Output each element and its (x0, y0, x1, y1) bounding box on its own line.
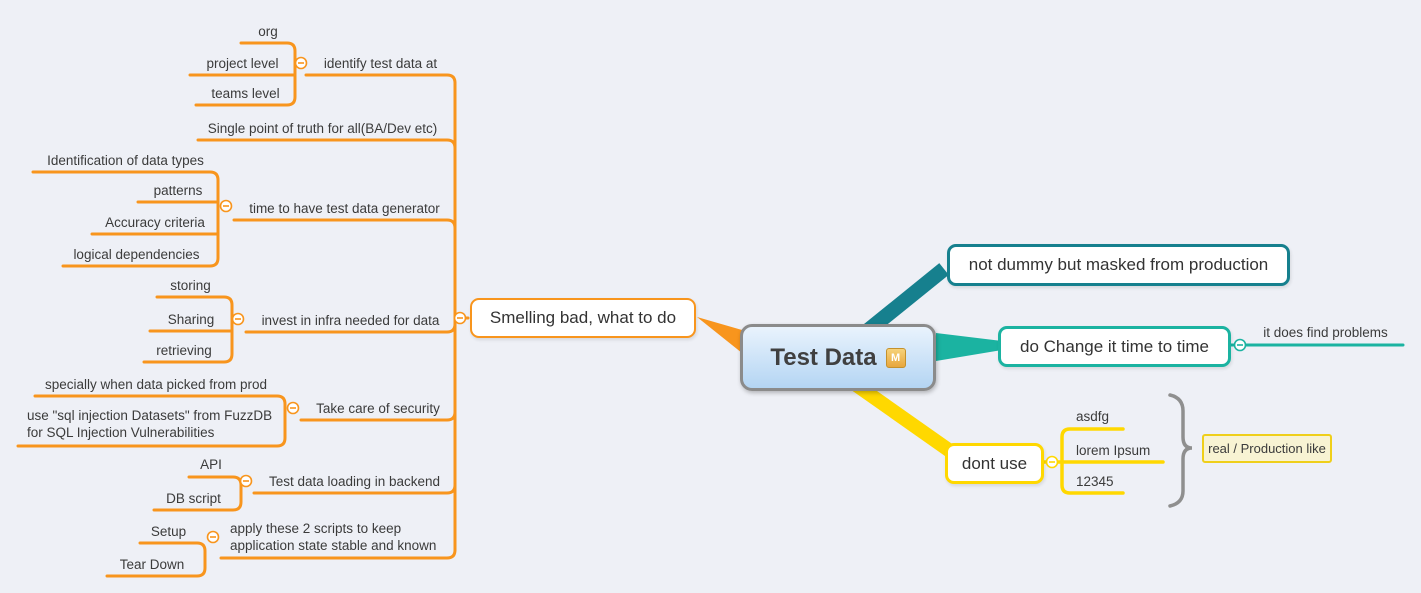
topic-line-group-generator-children (31, 170, 220, 268)
topic-line-security (299, 410, 457, 422)
topic-line-group-apply-children (105, 541, 207, 578)
collapse-icon-security[interactable] (286, 401, 300, 415)
topic-accuracy-criteria[interactable]: Accuracy criteria (105, 215, 205, 230)
topic-teams-level[interactable]: teams level (211, 86, 280, 101)
topic-setup[interactable]: Setup (150, 524, 187, 539)
topic-dont-use[interactable]: dont use (945, 443, 1044, 484)
branch-connector-change (936, 333, 1002, 361)
topic-patterns[interactable]: patterns (153, 183, 203, 198)
topic-retrieving[interactable]: retrieving (156, 343, 212, 358)
topic-smelling-bad[interactable]: Smelling bad, what to do (470, 298, 696, 338)
topic-it-does-find-problems[interactable]: it does find problems (1263, 325, 1388, 340)
topic-line-group-security-children (16, 394, 287, 448)
topic-test-data-loading[interactable]: Test data loading in backend (268, 474, 441, 489)
topic-api[interactable]: API (200, 457, 222, 472)
topic-apply-two-scripts[interactable]: apply these 2 scripts to keep applicatio… (230, 521, 437, 553)
branch-connector-smelling (697, 317, 742, 353)
topic-single-point-of-truth[interactable]: Single point of truth for all(BA/Dev etc… (207, 121, 438, 136)
topic-asdfg[interactable]: asdfg (1076, 409, 1110, 424)
collapse-icon-generator[interactable] (219, 199, 233, 213)
topic-line-identify (304, 73, 457, 85)
topic-line-apply-scripts (219, 548, 457, 560)
topic-logical-dependencies[interactable]: logical dependencies (73, 247, 200, 262)
topic-invest-in-infra[interactable]: invest in infra needed for data (261, 313, 440, 328)
collapse-icon-backend[interactable] (239, 474, 253, 488)
branch-connector-dont-use (847, 376, 965, 464)
root-topic[interactable]: Test Data M (740, 324, 936, 391)
collapse-icon-apply[interactable] (206, 530, 220, 544)
topic-line-infra (244, 322, 457, 334)
topic-identification-data-types[interactable]: Identification of data types (47, 153, 204, 168)
topic-tear-down[interactable]: Tear Down (119, 557, 185, 572)
topic-sql-injection-datasets[interactable]: use "sql injection Datasets" from FuzzDB… (27, 408, 273, 440)
topic-org[interactable]: org (258, 24, 278, 39)
topic-line-single-point (196, 138, 457, 150)
collapse-icon-infra[interactable] (231, 312, 245, 326)
topic-lorem-ipsum[interactable]: lorem Ipsum (1076, 443, 1151, 458)
topic-not-dummy[interactable]: not dummy but masked from production (947, 244, 1290, 286)
summary-brace-icon (1168, 393, 1193, 508)
topic-sharing[interactable]: Sharing (167, 312, 215, 327)
collapse-icon-dont-use[interactable] (1045, 455, 1059, 469)
summary-real-production-like[interactable]: real / Production like (1202, 434, 1332, 463)
topic-test-data-generator[interactable]: time to have test data generator (249, 201, 440, 216)
topic-db-script[interactable]: DB script (166, 491, 221, 506)
topic-identify-test-data[interactable]: identify test data at (323, 56, 438, 71)
topic-specially-from-prod[interactable]: specially when data picked from prod (44, 377, 268, 392)
collapse-icon-change[interactable] (1233, 338, 1247, 352)
collapse-icon-smelling[interactable] (453, 311, 467, 325)
topic-line-group-backend-children (152, 475, 243, 512)
topic-take-care-security[interactable]: Take care of security (316, 401, 440, 416)
collapse-buttons (206, 56, 1247, 544)
marker-m-icon[interactable]: M (885, 347, 906, 368)
topic-do-change[interactable]: do Change it time to time (998, 326, 1231, 367)
collapse-icon-identify[interactable] (294, 56, 308, 70)
topic-12345[interactable]: 12345 (1076, 474, 1114, 489)
topic-line-backend (252, 483, 457, 495)
smelling-subtree-lines (16, 41, 470, 578)
root-topic-label: Test Data (770, 343, 877, 371)
topic-project-level[interactable]: project level (206, 56, 279, 71)
topic-storing[interactable]: storing (170, 278, 211, 293)
topic-line-generator (232, 218, 457, 230)
